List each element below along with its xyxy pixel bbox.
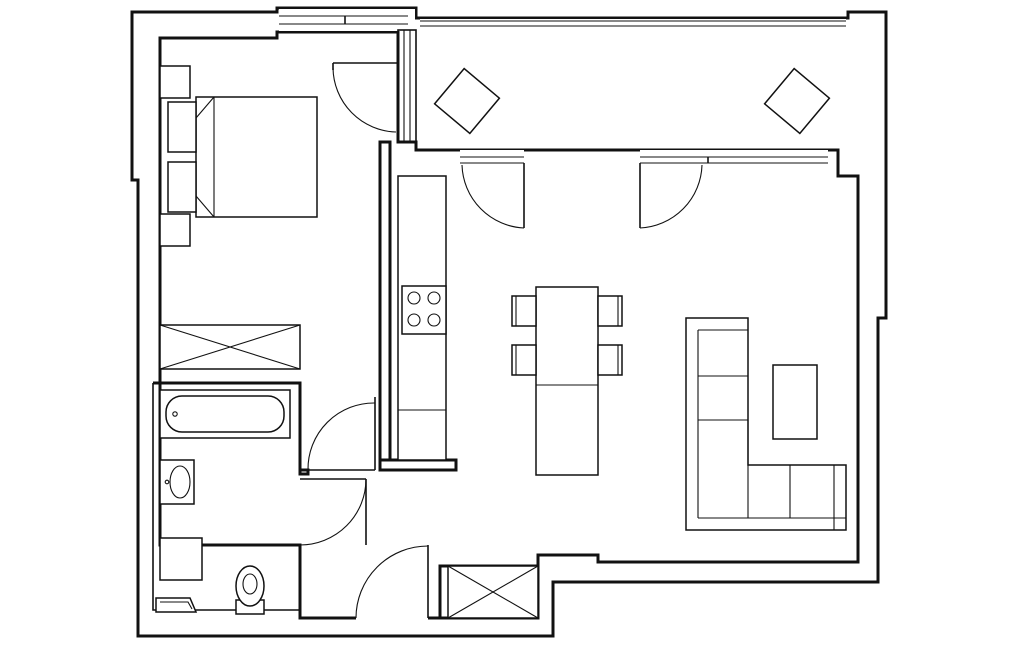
balcony-door-left[interactable] xyxy=(461,163,525,229)
washbasin xyxy=(159,459,195,505)
balcony-chair-right xyxy=(763,67,831,135)
hall xyxy=(299,478,539,621)
washing-machine xyxy=(155,597,198,613)
bathroom xyxy=(152,381,376,618)
coffee-table xyxy=(772,364,818,440)
dining-area xyxy=(511,286,623,476)
dining-table xyxy=(535,286,599,476)
balcony-window xyxy=(420,19,846,27)
nightstand-bottom xyxy=(159,213,191,247)
hall-bedroom-door[interactable] xyxy=(299,478,367,546)
balcony xyxy=(397,29,831,143)
bedroom-door[interactable] xyxy=(332,62,398,133)
dining-chairs xyxy=(511,295,623,376)
bathroom-door[interactable] xyxy=(307,397,376,471)
balcony-chair-left xyxy=(433,67,501,135)
kitchen xyxy=(397,175,447,461)
top-window-bedroom xyxy=(279,9,415,31)
cooktop xyxy=(401,285,447,335)
wardrobe xyxy=(159,324,301,370)
entrance-door[interactable] xyxy=(352,545,440,621)
corner-sofa xyxy=(685,317,847,531)
balcony-door-right[interactable] xyxy=(639,163,703,229)
bathtub xyxy=(159,389,291,439)
double-bed xyxy=(167,96,318,218)
living-window-wall xyxy=(460,150,828,174)
bedroom xyxy=(159,62,398,370)
toilet xyxy=(235,565,265,615)
living-area xyxy=(685,317,847,531)
hall-wardrobe xyxy=(447,565,539,619)
nightstand-top xyxy=(159,65,191,99)
shower-tray xyxy=(159,537,203,581)
